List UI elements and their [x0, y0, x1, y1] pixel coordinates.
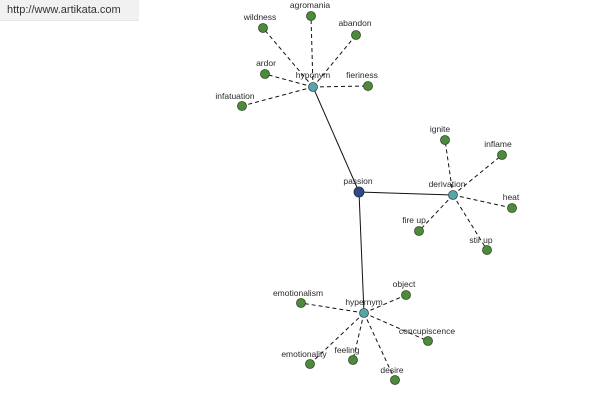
term-node-ardor-label: ardor	[256, 58, 276, 68]
edge-derivation-inflame	[452, 154, 503, 196]
term-node-feeling-dot[interactable]	[348, 355, 358, 365]
term-node-fieriness-label: fieriness	[346, 70, 378, 80]
edge-hyponym-infatuation	[241, 86, 314, 107]
edge-hypernym-concupiscence	[363, 312, 429, 342]
term-node-heat-label: heat	[503, 192, 520, 202]
graph-nodes: agromania wildness abandon ardor fieriness in…	[215, 0, 520, 385]
term-node-emotionalism[interactable]: emotionalism	[273, 288, 323, 308]
term-node-object-dot[interactable]	[401, 290, 411, 300]
edge-passion-derivation	[358, 191, 454, 196]
term-node-ignite-label: ignite	[430, 124, 451, 134]
edge-derivation-heat	[452, 194, 513, 209]
term-node-agromania-label: agromania	[290, 0, 330, 10]
relation-node-hyponym-dot[interactable]	[308, 82, 318, 92]
term-node-concupiscence-dot[interactable]	[423, 336, 433, 346]
relation-node-hypernym-label: hypernym	[345, 297, 382, 307]
term-node-abandon-label: abandon	[338, 18, 371, 28]
term-node-fire-up[interactable]: fire up	[402, 215, 426, 236]
edge-hypernym-feeling	[352, 312, 365, 361]
term-node-concupiscence-label: concupiscence	[399, 326, 456, 336]
watermark-url: http://www.artikata.com	[7, 4, 121, 16]
term-node-object[interactable]: object	[393, 279, 416, 300]
edge-hyponym-wildness	[262, 27, 314, 88]
term-node-ardor[interactable]: ardor	[256, 58, 276, 79]
term-node-stir-up[interactable]: stir up	[469, 235, 493, 255]
graph-edges	[241, 15, 513, 381]
edge-hypernym-object	[363, 294, 407, 314]
edge-hyponym-ardor	[264, 73, 314, 88]
relation-node-hyponym-label: hyponym	[296, 70, 331, 80]
term-node-stir-up-dot[interactable]	[482, 245, 492, 255]
watermark-banner: http://www.artikata.com	[0, 0, 139, 21]
term-node-heat-dot[interactable]	[507, 203, 517, 213]
term-node-fieriness-dot[interactable]	[363, 81, 373, 91]
edge-derivation-stir-up	[452, 194, 488, 251]
term-node-fieriness[interactable]: fieriness	[346, 70, 378, 91]
root-node-passion-dot[interactable]	[353, 186, 365, 198]
term-node-wildness-label: wildness	[243, 12, 277, 22]
relation-node-derivation-dot[interactable]	[448, 190, 458, 200]
term-node-emotionality-label: emotionality	[281, 349, 327, 359]
edge-hyponym-fieriness	[312, 85, 369, 88]
term-node-abandon-dot[interactable]	[351, 30, 361, 40]
term-node-ignite[interactable]: ignite	[430, 124, 451, 145]
root-node-passion[interactable]: passion	[343, 176, 373, 198]
term-node-inflame-dot[interactable]	[497, 150, 507, 160]
term-node-feeling[interactable]: feeling	[334, 345, 360, 365]
term-node-infatuation-dot[interactable]	[237, 101, 247, 111]
term-node-emotionalism-label: emotionalism	[273, 288, 323, 298]
term-node-concupiscence[interactable]: concupiscence	[399, 326, 456, 346]
edge-hyponym-agromania	[310, 15, 314, 88]
term-node-ignite-dot[interactable]	[440, 135, 450, 145]
term-node-agromania[interactable]: agromania	[290, 0, 330, 21]
term-node-emotionalism-dot[interactable]	[296, 298, 306, 308]
term-node-fire-up-dot[interactable]	[414, 226, 424, 236]
term-node-ardor-dot[interactable]	[260, 69, 270, 79]
term-node-emotionality[interactable]: emotionality	[281, 349, 327, 369]
term-node-object-label: object	[393, 279, 416, 289]
term-node-stir-up-label: stir up	[469, 235, 492, 245]
root-node-passion-label: passion	[343, 176, 373, 186]
term-node-infatuation-label: infatuation	[215, 91, 254, 101]
edge-hypernym-desire	[363, 312, 396, 381]
term-node-inflame-label: inflame	[484, 139, 512, 149]
relation-node-hypernym-dot[interactable]	[359, 308, 369, 318]
term-node-wildness[interactable]: wildness	[243, 12, 277, 33]
term-node-inflame[interactable]: inflame	[484, 139, 512, 160]
term-node-desire[interactable]: desire	[380, 365, 404, 385]
term-node-desire-label: desire	[380, 365, 403, 375]
edge-passion-hyponym	[312, 86, 360, 193]
relation-node-hypernym[interactable]: hypernym	[345, 297, 383, 318]
relation-node-derivation[interactable]: derivation	[429, 179, 466, 200]
term-node-infatuation[interactable]: infatuation	[215, 91, 255, 111]
term-node-heat[interactable]: heat	[503, 192, 520, 213]
edge-hyponym-abandon	[312, 34, 357, 88]
term-node-desire-dot[interactable]	[390, 375, 400, 385]
edge-derivation-fire-up	[418, 194, 454, 232]
relation-node-derivation-label: derivation	[429, 179, 466, 189]
term-node-feeling-label: feeling	[334, 345, 359, 355]
term-node-emotionality-dot[interactable]	[305, 359, 315, 369]
edge-hypernym-emotionality	[309, 312, 365, 365]
edge-hypernym-emotionalism	[300, 302, 365, 314]
term-node-wildness-dot[interactable]	[258, 23, 268, 33]
term-node-abandon[interactable]: abandon	[338, 18, 372, 40]
edge-derivation-ignite	[444, 139, 454, 196]
term-node-fire-up-label: fire up	[402, 215, 426, 225]
edge-passion-hypernym	[358, 191, 365, 314]
term-node-agromania-dot[interactable]	[306, 11, 316, 21]
relation-node-hyponym[interactable]: hyponym	[296, 70, 331, 92]
